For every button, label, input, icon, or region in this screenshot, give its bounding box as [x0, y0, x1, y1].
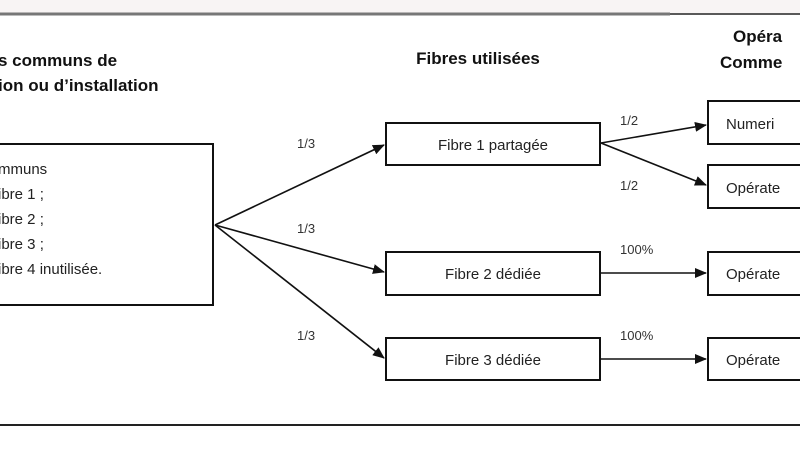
operator-4-label: Opérate: [726, 352, 780, 369]
arrow-to-fibre-1: [214, 144, 385, 226]
fibre-2-box: [385, 251, 601, 296]
left-header-line2: ion ou d’installation: [0, 76, 159, 95]
common-fibres-line: mmuns: [0, 161, 47, 178]
fibre-3-box: [385, 337, 601, 381]
common-fibres-line: ibre 3 ;: [0, 236, 44, 253]
operator-2-label: Opérate: [726, 180, 780, 197]
arrow-to-fibre-3: [214, 224, 385, 359]
fibre-2-label: Fibre 2 dédiée: [445, 266, 541, 283]
operator-1-label: Numeri: [726, 116, 774, 133]
right-header-line1: Opéra: [733, 27, 783, 46]
left-header-line1: s communs de: [0, 51, 117, 70]
common-fibres-line: ibre 2 ;: [0, 211, 44, 228]
top-strip: [0, 0, 800, 13]
fibre-2-share: 1/3: [297, 221, 315, 236]
right-header-line2: Comme: [720, 53, 782, 72]
middle-header: Fibres utilisées: [416, 49, 540, 68]
arrow-to-operator-2: [600, 142, 707, 186]
fibre-1-label: Fibre 1 partagée: [438, 137, 548, 154]
arrow-to-operator-1: [600, 121, 707, 144]
operator-3-share: 100%: [620, 242, 654, 257]
fibre-3-share: 1/3: [297, 328, 315, 343]
operator-1-share: 1/2: [620, 113, 638, 128]
operator-2-box: [707, 164, 800, 209]
fibre-1-box: [385, 122, 601, 166]
common-fibres-box: [0, 143, 214, 306]
operator-4-box: [707, 337, 800, 381]
operator-4-share: 100%: [620, 328, 654, 343]
operator-3-label: Opérate: [726, 266, 780, 283]
fibre-1-share: 1/3: [297, 136, 315, 151]
arrow-to-fibre-2: [214, 224, 385, 274]
common-fibres-line: ibre 4 inutilisée.: [0, 261, 102, 278]
operator-1-box: [707, 100, 800, 145]
operator-3-box: [707, 251, 800, 296]
common-fibres-line: ibre 1 ;: [0, 186, 44, 203]
operator-2-share: 1/2: [620, 178, 638, 193]
fibre-3-label: Fibre 3 dédiée: [445, 352, 541, 369]
